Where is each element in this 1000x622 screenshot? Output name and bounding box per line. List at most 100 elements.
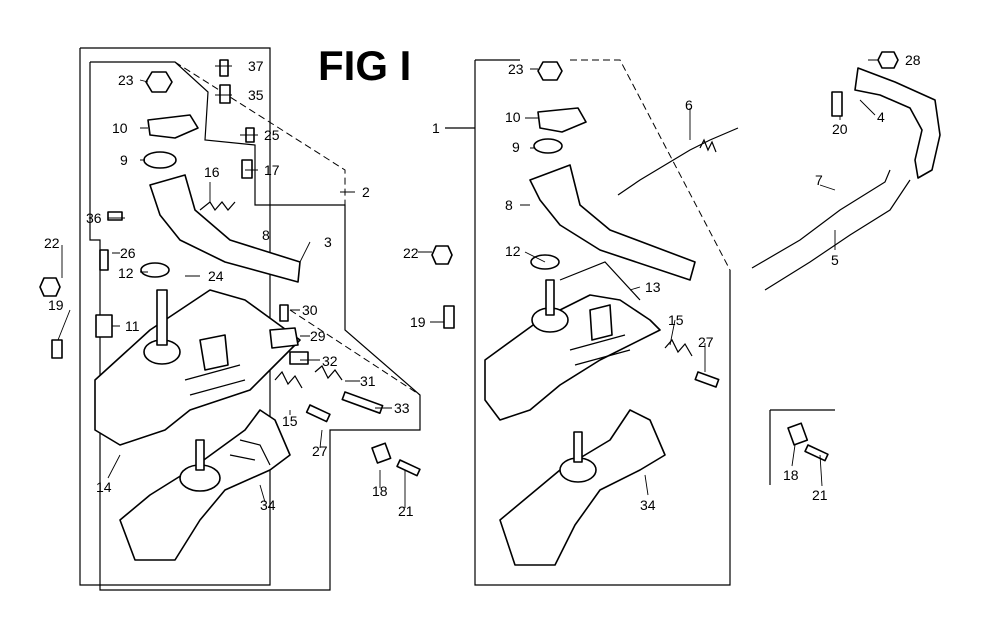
callout-31-left: 31 [360, 373, 376, 389]
callout-4-right: 4 [877, 109, 885, 125]
callout-16-left: 16 [204, 164, 220, 180]
right-bolt-21 [804, 444, 829, 462]
callout-23-left: 23 [118, 72, 134, 88]
right-governor-arm [529, 164, 696, 281]
left-plate-slot [184, 364, 246, 396]
callout-3-left: 3 [324, 234, 332, 250]
callout-22-right: 22 [403, 245, 419, 261]
callout-35-left: 35 [248, 87, 264, 103]
left-sleeve-18 [371, 442, 392, 464]
callout-37-left: 37 [248, 58, 264, 74]
callout-7-right: 7 [815, 172, 823, 188]
callout-18-right: 18 [783, 467, 799, 483]
callout-21-right: 21 [812, 487, 828, 503]
right-rod-7 [751, 169, 891, 269]
left-lower-stud [195, 439, 205, 471]
callout-5-right: 5 [831, 252, 839, 268]
left-lower-ribs [229, 439, 271, 466]
left-bolt-21 [396, 459, 421, 477]
callout-15-left: 15 [282, 413, 298, 429]
left-bolt-17 [241, 159, 253, 179]
left-bolt-36 [107, 211, 123, 221]
callout-12-right: 12 [505, 243, 521, 259]
callout-8-right: 8 [505, 197, 513, 213]
left-washer-9 [143, 151, 177, 169]
callout-24-left: 24 [208, 268, 224, 284]
callout-21-left: 21 [398, 503, 414, 519]
right-nut [537, 61, 563, 81]
left-shaft [156, 289, 168, 346]
callout-27-right: 27 [698, 334, 714, 350]
right-frame [474, 60, 731, 586]
right-lower-stud [573, 431, 583, 463]
right-plate-slot [569, 334, 631, 366]
left-bolt-33 [341, 391, 384, 414]
figure-title: FIG I [318, 42, 411, 89]
right-base-plate [484, 294, 661, 421]
right-bolt-20 [831, 91, 843, 117]
right-assembly-group: 23 10 1 9 6 8 22 12 13 19 15 27 34 28 20… [403, 51, 941, 586]
left-bolt-19 [51, 339, 63, 359]
callout-8-left: 8 [262, 227, 270, 243]
callout-12-left: 12 [118, 265, 134, 281]
right-spring-15 [664, 338, 693, 357]
left-washer-12 [140, 262, 170, 278]
left-base-plate [94, 289, 301, 446]
left-spring-31 [314, 365, 343, 381]
callout-15-right: 15 [668, 312, 684, 328]
callout-27-left: 27 [312, 443, 328, 459]
callout-25-left: 25 [264, 127, 280, 143]
callout-19-left: 19 [48, 297, 64, 313]
callout-28-right: 28 [905, 52, 921, 68]
callout-32-left: 32 [322, 353, 338, 369]
callout-29-left: 29 [310, 328, 326, 344]
right-lever-plate [537, 107, 587, 133]
right-washer-9 [533, 138, 563, 154]
callout-22-left: 22 [44, 235, 60, 251]
left-bolt-37 [219, 59, 229, 77]
left-frame [79, 47, 271, 586]
right-bracket-4 [854, 67, 941, 179]
callout-17-left: 17 [264, 162, 280, 178]
right-spring-rod-6 [617, 127, 739, 196]
right-sleeve-18 [787, 422, 809, 446]
left-dashed-region [174, 61, 346, 205]
right-nut-28 [877, 51, 899, 69]
right-link-13 [559, 261, 641, 301]
left-bolt-27 [305, 404, 331, 423]
callout-1-right: 1 [432, 120, 440, 136]
callout-34-left: 34 [260, 497, 276, 513]
callout-6-right: 6 [685, 97, 693, 113]
right-bolt-27 [694, 371, 720, 388]
callout-19-right: 19 [410, 314, 426, 330]
right-nut-22 [431, 245, 453, 265]
right-rod-5 [764, 179, 911, 291]
right-bolt-19 [443, 305, 455, 329]
callout-36-left: 36 [86, 210, 102, 226]
left-dashed-region-2 [289, 309, 421, 396]
callout-14-left: 14 [96, 479, 112, 495]
callout-26-left: 26 [120, 245, 136, 261]
callout-13-right: 13 [645, 279, 661, 295]
callout-18-left: 18 [372, 483, 388, 499]
callout-20-right: 20 [832, 121, 848, 137]
callout-11-left: 11 [125, 318, 140, 334]
callout-9-left: 9 [120, 152, 128, 168]
callout-34-right: 34 [640, 497, 656, 513]
left-bolt-26 [99, 249, 109, 271]
right-small-bracket [589, 304, 613, 341]
callout-33-left: 33 [394, 400, 410, 416]
left-spring-15 [274, 370, 303, 389]
left-clip-11 [95, 314, 113, 338]
left-lever-plate [147, 114, 199, 139]
callout-10-left: 10 [112, 120, 128, 136]
callout-30-left: 30 [302, 302, 318, 318]
left-bolt-35 [219, 84, 231, 104]
left-clamp-29 [269, 327, 299, 349]
left-nut [145, 71, 173, 93]
callout-9-right: 9 [512, 139, 520, 155]
left-governor-arm [149, 174, 301, 283]
left-bolt-30 [279, 304, 289, 322]
left-nut-22 [39, 277, 61, 297]
